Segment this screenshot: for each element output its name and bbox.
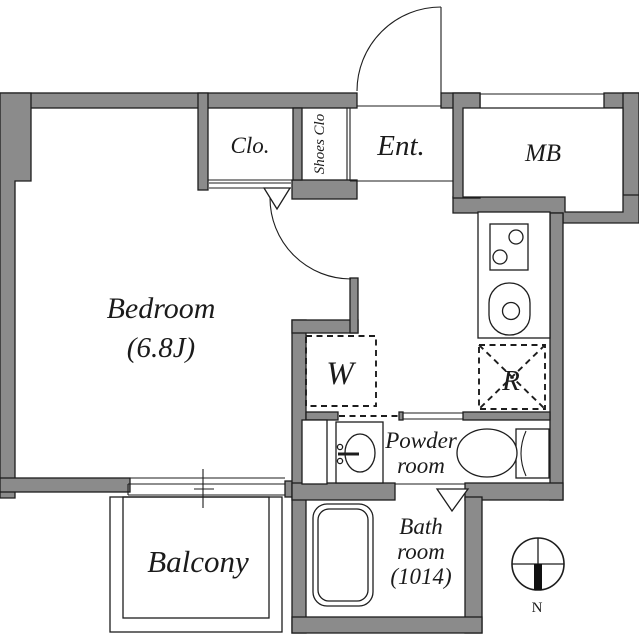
meter-box-label: MB bbox=[524, 140, 561, 167]
wall-kitchen-right bbox=[549, 212, 564, 501]
wall-left bbox=[0, 92, 32, 499]
shoes-closet-label: Shoes Clo bbox=[312, 113, 328, 174]
wall-powder-bottom-a bbox=[291, 482, 396, 501]
bath-door-mark bbox=[435, 488, 470, 513]
vanity-sink-icon bbox=[335, 421, 384, 484]
powder-room-label-2: room bbox=[397, 453, 445, 478]
wall-powder-top-a bbox=[305, 411, 339, 421]
wall-powder-top-b bbox=[398, 411, 404, 421]
washer-box bbox=[305, 335, 377, 407]
sink-icon bbox=[488, 282, 531, 336]
pipe-space bbox=[301, 419, 328, 485]
balcony-label: Balcony bbox=[147, 544, 249, 579]
bedroom-door-leaf bbox=[262, 187, 292, 211]
balcony-window bbox=[127, 469, 285, 508]
wall-bedroom-right bbox=[349, 277, 359, 334]
powder-room bbox=[301, 419, 550, 485]
kitchen bbox=[477, 211, 551, 339]
compass-north-needle bbox=[534, 564, 542, 590]
meter-box-area bbox=[462, 107, 624, 213]
wall-right-upper bbox=[622, 92, 639, 198]
wall-bedroom-bottom bbox=[0, 477, 131, 493]
bath-room-label-3: (1014) bbox=[390, 564, 451, 589]
compass-north-label: N bbox=[532, 600, 543, 616]
wall-closet-divider bbox=[292, 107, 303, 181]
wall-bath-bottom bbox=[291, 616, 483, 634]
balcony-rail bbox=[109, 496, 283, 633]
stove-icon bbox=[489, 223, 529, 271]
compass-icon bbox=[511, 537, 565, 591]
wall-top-left bbox=[0, 92, 358, 109]
bathroom bbox=[312, 488, 470, 607]
bath-room-label-2: room bbox=[397, 539, 445, 564]
bathtub-icon bbox=[312, 503, 374, 607]
partition-lines bbox=[208, 108, 465, 485]
wall-closet-left bbox=[197, 92, 209, 191]
entrance-door-swing bbox=[356, 6, 442, 92]
fridge-label: R bbox=[501, 365, 520, 397]
bedroom-size-label: (6.8J) bbox=[127, 332, 195, 364]
toilet-icon bbox=[456, 428, 550, 479]
fridge-box bbox=[478, 344, 546, 410]
bath-room-label-1: Bath bbox=[399, 514, 442, 539]
wall-bedroom-jog bbox=[291, 319, 359, 334]
washer-label: W bbox=[326, 356, 356, 392]
closet-label: Clo. bbox=[231, 133, 270, 158]
bedroom-label: Bedroom bbox=[107, 292, 216, 325]
entrance-label: Ent. bbox=[376, 130, 425, 162]
bedroom-door-arc bbox=[262, 187, 352, 280]
wall-bath-right bbox=[464, 496, 483, 634]
wall-powder-top-c bbox=[462, 411, 551, 421]
bedroom-door-swing bbox=[269, 197, 352, 280]
powder-room-label-1: Powder bbox=[384, 428, 458, 453]
wall-below-shoes-clo bbox=[291, 179, 358, 200]
balcony-inner bbox=[122, 496, 270, 619]
entrance-door-arc bbox=[356, 6, 442, 107]
